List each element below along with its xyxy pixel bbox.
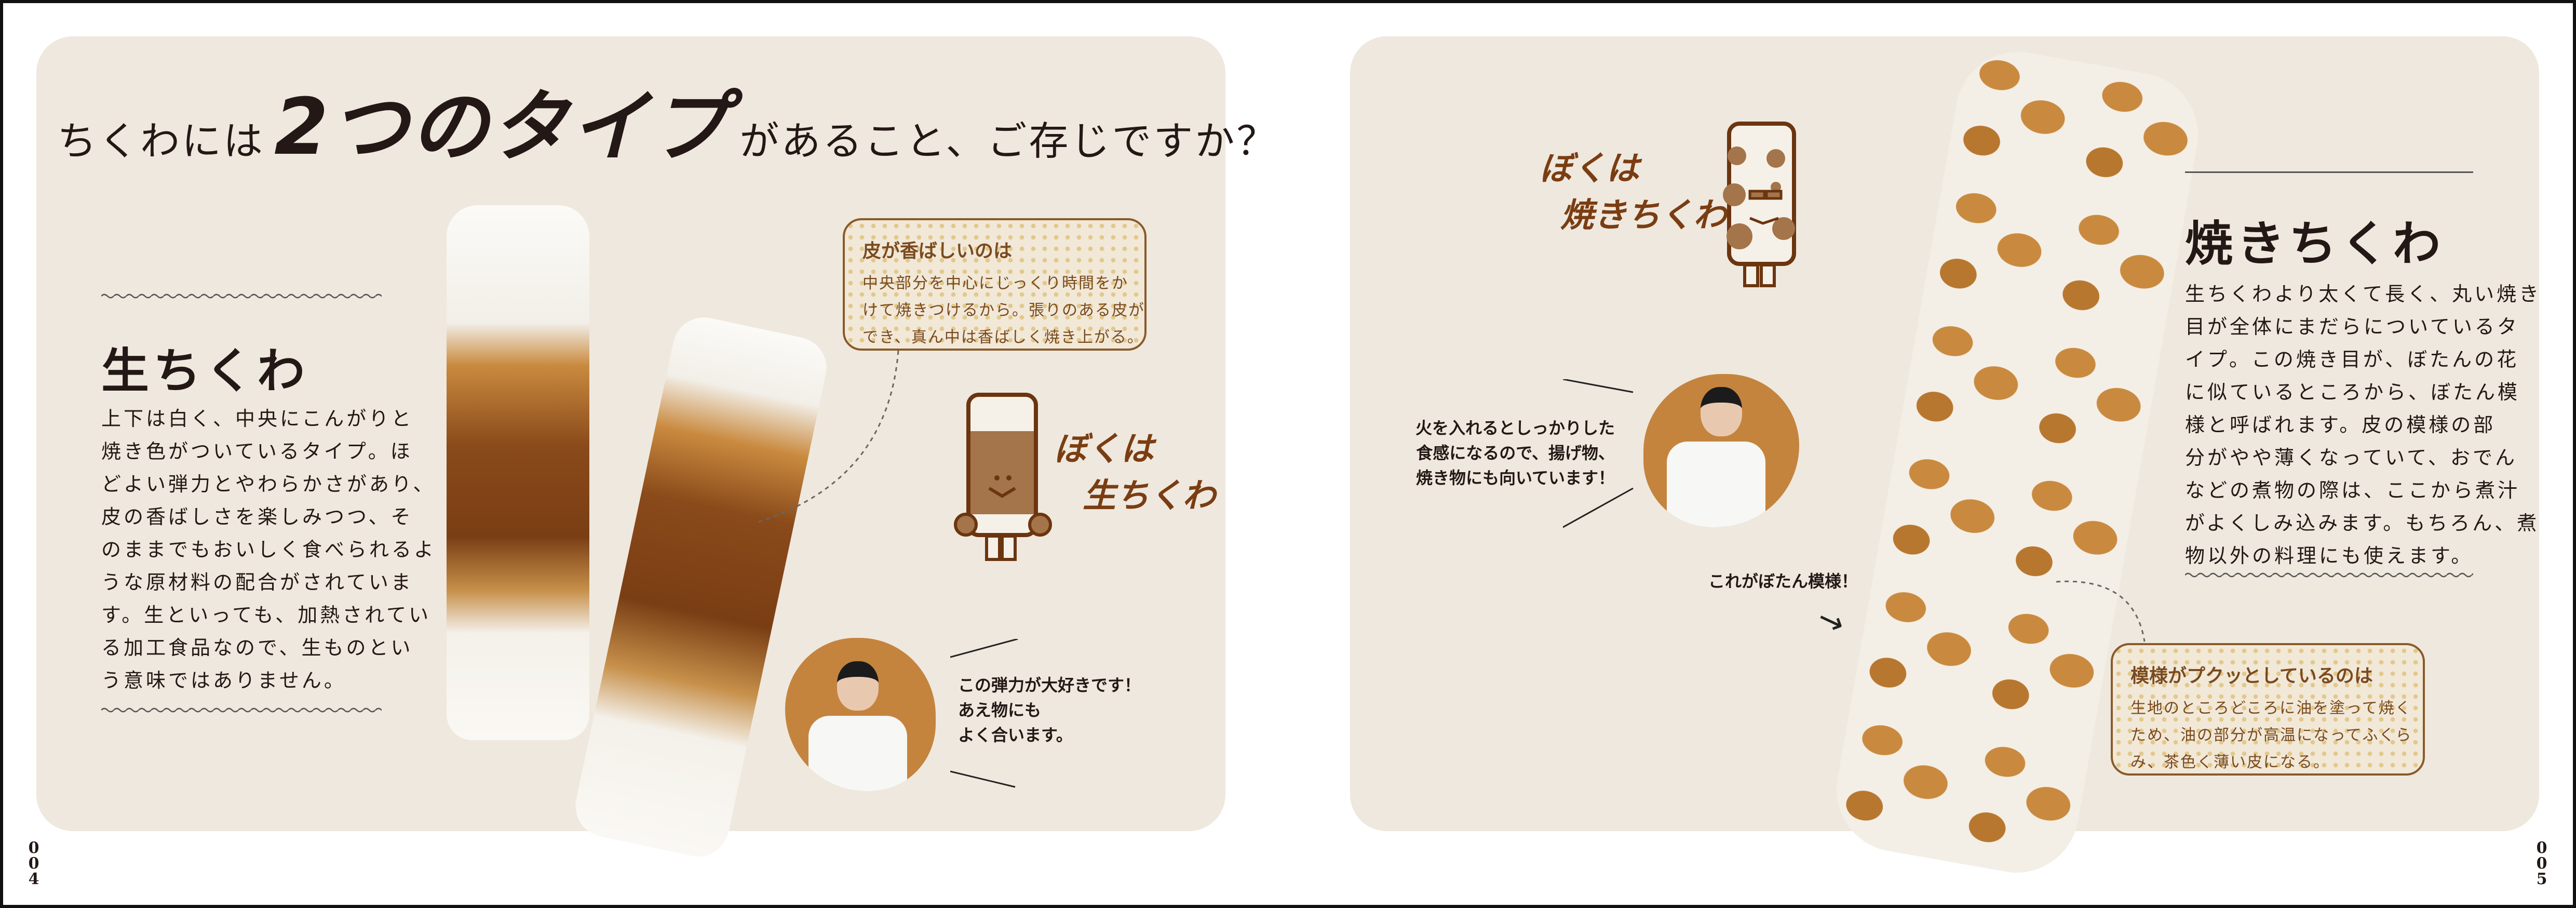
nama-chikuwa-photo	[447, 205, 589, 740]
wavy-divider	[101, 292, 382, 300]
title-pre: ちくわには	[57, 118, 265, 164]
callout-line: けて焼きつけるから。張りのある皮が	[862, 301, 1145, 319]
body-text-yaki: 生ちくわより太くて長く、丸い焼き 目が全体にまだらについているタ イプ。この焼き…	[2185, 278, 2541, 572]
page-number-right: 0 0 5	[2534, 840, 2550, 887]
nama-chikuwa-character-icon	[954, 393, 1052, 561]
callout-leader-line	[758, 351, 899, 523]
woman-apron	[1667, 442, 1765, 527]
character-label-yaki: ぼくは 焼きちくわ	[1540, 145, 1727, 239]
callout-crispy-skin: 皮が香ばしいのは 中央部分を中心にじっくり時間をか けて焼きつけるから。張りのあ…	[843, 218, 1147, 351]
body-line: る加工食品なので、生ものとい	[101, 636, 413, 659]
yaki-chikuwa-character-icon	[1723, 122, 1796, 287]
quote-yaki: 火を入れるとしっかりした 食感になるので、揚げ物、 焼き物にも向いています！	[1397, 416, 1615, 490]
page-digit: 0	[2536, 839, 2547, 857]
body-text-nama: 上下は白く、中央にこんがりと 焼き色がついているタイプ。ほ どよい弾力とやわらか…	[101, 403, 436, 697]
body-line: がよくしみ込みます。もちろん、煮	[2185, 512, 2540, 535]
woman-head	[1701, 387, 1742, 436]
woman-portrait-avatar	[1643, 374, 1799, 527]
pointer-label-botan: これがぼたん模様！	[1708, 571, 1858, 591]
page-digit: 4	[28, 870, 39, 888]
page-digit: 5	[2536, 870, 2547, 888]
callout-leader-line	[2056, 580, 2146, 642]
body-line: イプ。この焼き目が、ぼたんの花	[2185, 348, 2519, 371]
character-label-line: 生ちくわ	[1083, 477, 1216, 515]
quote-line: 火を入れるとしっかりした	[1415, 418, 1615, 438]
body-line: 焼き色がついているタイプ。ほ	[101, 440, 413, 463]
body-line: 皮の香ばしさを楽しみつつ、そ	[101, 505, 413, 528]
body-line: のままでもおいしく食べられるよ	[101, 538, 437, 561]
woman-head	[837, 661, 879, 711]
body-line: どよい弾力とやわらかさがあり、	[101, 473, 436, 496]
body-line: す。生といっても、加熱されてい	[101, 604, 431, 626]
body-line: う意味ではありません。	[101, 669, 346, 692]
body-line: うな原材料の配合がされていま	[101, 571, 413, 594]
body-line: などの煮物の際は、ここから煮汁	[2185, 479, 2520, 502]
body-line: 上下は白く、中央にこんがりと	[101, 407, 414, 430]
callout-line: 中央部分を中心にじっくり時間をか	[862, 274, 1128, 292]
page-number-left: 0 0 4	[26, 840, 42, 887]
body-line: 目が全体にまだらについているタ	[2185, 315, 2519, 338]
callout-title: 模様がプクッとしているのは	[2130, 665, 2373, 687]
divider-line	[2185, 171, 2473, 173]
callout-title: 皮が香ばしいのは	[862, 241, 1013, 262]
character-label-nama: ぼくは 生ちくわ	[1054, 426, 1216, 519]
wavy-divider	[2185, 571, 2473, 579]
body-line: 様と呼ばれます。皮の模様の部	[2185, 413, 2496, 436]
body-line: 分がやや薄くなっていて、おでん	[2185, 446, 2518, 469]
callout-line: 生地のところどころに油を塗って焼く	[2130, 699, 2412, 717]
woman-portrait-avatar	[785, 638, 936, 791]
callout-puffy-pattern: 模様がプクッとしているのは 生地のところどころに油を塗って焼く ため、油の部分が…	[2111, 643, 2425, 776]
callout-line: でき、真ん中は香ばしく焼き上がる。	[862, 328, 1144, 346]
woman-apron	[808, 716, 907, 791]
body-line: に似ているところから、ぼたん模	[2185, 381, 2520, 404]
callout-line: ため、油の部分が高温になってふくら	[2130, 726, 2412, 744]
title-post: があること、ご存じですか？	[739, 118, 1278, 164]
speech-lines	[950, 639, 1018, 788]
page-digit: 0	[28, 854, 39, 873]
quote-line: 焼き物にも向いています！	[1415, 468, 1615, 488]
character-label-line: ぼくは	[1054, 430, 1154, 469]
title-emphasis: 2つのタイプ	[274, 82, 731, 172]
quote-line: この弾力が大好きです！	[958, 675, 1141, 695]
quote-line: よく合います。	[958, 725, 1073, 745]
body-line: 物以外の料理にも使えます。	[2185, 544, 2474, 567]
page-digit: 0	[2536, 854, 2547, 873]
wavy-divider	[101, 706, 382, 714]
section-heading-yaki: 焼きちくわ	[2185, 216, 2445, 272]
quote-nama: この弾力が大好きです！ あえ物にも よく合います。	[958, 673, 1141, 747]
speech-lines	[1563, 379, 1634, 528]
character-label-line: ぼくは	[1540, 150, 1639, 188]
page-digit: 0	[28, 839, 39, 857]
body-line: 生ちくわより太くて長く、丸い焼き	[2185, 283, 2542, 305]
character-label-line: 焼きちくわ	[1560, 196, 1727, 235]
quote-line: あえ物にも	[958, 700, 1042, 720]
section-heading-nama: 生ちくわ	[101, 343, 309, 399]
page-title: ちくわには 2つのタイプ があること、ご存じですか？	[57, 88, 1278, 166]
quote-line: 食感になるので、揚げ物、	[1416, 443, 1615, 463]
callout-line: み、茶色く薄い皮になる。	[2130, 753, 2330, 771]
